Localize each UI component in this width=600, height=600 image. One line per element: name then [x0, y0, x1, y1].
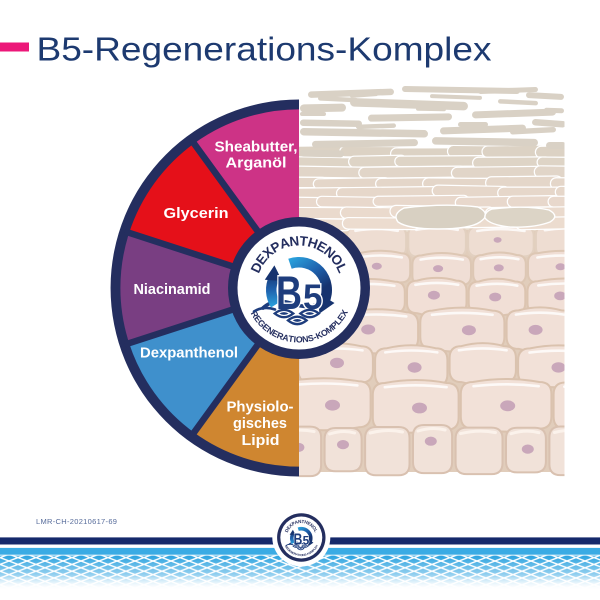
svg-text:N: N: [302, 334, 310, 345]
svg-text:Sheabutter,: Sheabutter,: [215, 139, 298, 156]
svg-text:E: E: [335, 312, 347, 323]
svg-text:N: N: [289, 233, 300, 249]
svg-text:X: X: [314, 544, 318, 548]
svg-text:O: O: [308, 550, 313, 555]
svg-text:S: S: [304, 552, 307, 556]
svg-text:O: O: [319, 327, 330, 339]
svg-text:Lipid: Lipid: [242, 432, 280, 449]
svg-text:E: E: [260, 322, 271, 334]
svg-text:A: A: [278, 235, 292, 252]
svg-text:I: I: [293, 334, 296, 344]
svg-text:Glycerin: Glycerin: [164, 205, 229, 222]
svg-text:R: R: [293, 552, 297, 557]
svg-text:N: N: [289, 550, 293, 555]
svg-text:G: G: [256, 317, 268, 329]
svg-text:E: E: [252, 314, 264, 325]
svg-text:E: E: [270, 328, 280, 340]
svg-text:LMR-CH-20210617-69: LMR-CH-20210617-69: [36, 517, 117, 526]
svg-text:D: D: [284, 527, 290, 533]
svg-text:I: I: [299, 553, 300, 557]
svg-text:T: T: [301, 519, 304, 524]
svg-text:G: G: [286, 547, 291, 552]
svg-text:R: R: [249, 309, 261, 320]
svg-text:Physiolo-: Physiolo-: [227, 399, 294, 416]
svg-text:N: N: [309, 522, 315, 528]
svg-text:E: E: [288, 549, 292, 553]
svg-text:gisches: gisches: [233, 415, 287, 432]
svg-text:B: B: [293, 531, 302, 549]
svg-text:-: -: [312, 332, 318, 342]
svg-text:A: A: [281, 332, 290, 343]
svg-text:E: E: [313, 546, 317, 550]
svg-text:T: T: [297, 553, 300, 557]
svg-text:R: R: [284, 545, 289, 550]
svg-text:Niacinamid: Niacinamid: [134, 281, 211, 298]
svg-text:E: E: [285, 546, 289, 550]
svg-text:H: H: [304, 519, 309, 525]
svg-text:B5-Regenerations-Komplex: B5-Regenerations-Komplex: [37, 32, 492, 69]
svg-text:T: T: [288, 334, 295, 345]
svg-text:E: E: [286, 525, 292, 530]
svg-text:Arganöl: Arganöl: [226, 155, 287, 172]
svg-text:N: N: [298, 519, 302, 524]
svg-text:Dexpanthenol: Dexpanthenol: [140, 345, 238, 362]
svg-text:M: M: [324, 323, 336, 335]
svg-text:K: K: [314, 329, 324, 341]
svg-text:A: A: [294, 519, 299, 525]
svg-text:5: 5: [303, 534, 310, 548]
svg-text:T: T: [299, 233, 309, 249]
svg-text:O: O: [300, 553, 303, 557]
svg-text:O: O: [311, 525, 317, 531]
svg-text:M: M: [310, 549, 315, 554]
svg-text:X: X: [338, 308, 350, 318]
svg-text:K: K: [306, 551, 310, 556]
svg-text:L: L: [332, 316, 343, 327]
svg-text:L: L: [312, 547, 316, 551]
svg-text:E: E: [291, 551, 295, 555]
svg-text:H: H: [306, 234, 320, 251]
svg-text:E: E: [306, 521, 311, 527]
svg-text:L: L: [313, 528, 319, 533]
svg-text:A: A: [295, 552, 299, 557]
svg-text:O: O: [296, 334, 303, 344]
svg-text:-: -: [306, 552, 308, 556]
svg-text:S: S: [307, 333, 315, 344]
svg-text:P: P: [291, 521, 296, 527]
svg-text:N: N: [302, 553, 305, 557]
svg-text:5: 5: [303, 278, 322, 317]
svg-text:N: N: [265, 325, 276, 337]
svg-text:X: X: [288, 522, 294, 528]
svg-text:P: P: [329, 320, 340, 331]
svg-text:P: P: [311, 548, 315, 552]
svg-text:R: R: [275, 330, 285, 342]
